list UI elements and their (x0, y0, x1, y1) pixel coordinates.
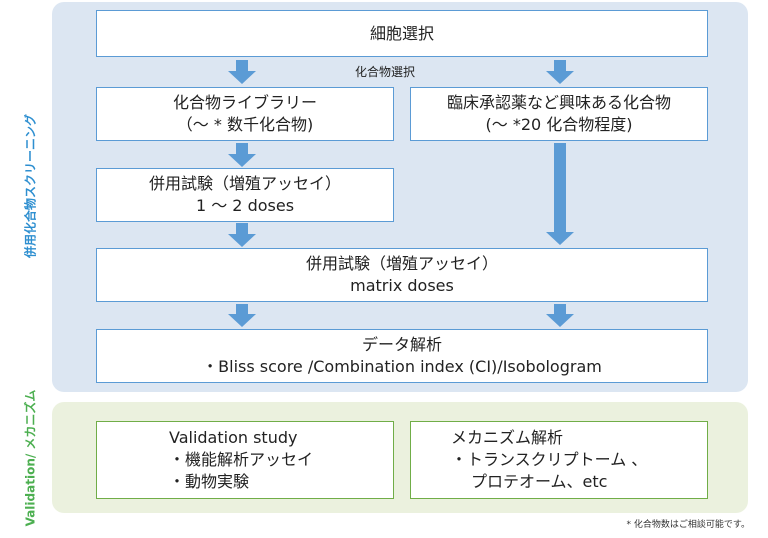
analysis-line2: ・Bliss score /Combination index (CI)/Iso… (202, 357, 602, 376)
arrow-cell-to-approved (546, 60, 574, 84)
arrow-combo1-to-combo2 (228, 223, 256, 247)
combo2-line2: matrix doses (350, 276, 454, 295)
combination-test-1-box: 併用試験（増殖アッセイ） 1 ～ 2 doses (96, 168, 394, 222)
approved-line1: 臨床承認薬など興味ある化合物 (446, 93, 671, 112)
mechanism-line2: ・トランスクリプトーム 、 (451, 450, 648, 469)
validation-side-label: Validation/ メカニズム (23, 389, 38, 527)
compound-library-box: 化合物ライブラリー （～ * 数千化合物) (96, 87, 394, 141)
cell-selection-box: 細胞選択 (96, 10, 708, 57)
validation-line3: ・動物実験 (169, 472, 250, 491)
arrow-approved-to-combo2 (546, 143, 574, 245)
combo1-line1: 併用試験（増殖アッセイ） (148, 174, 341, 193)
validation-line1: Validation study (169, 428, 298, 447)
mechanism-line1: メカニズム解析 (451, 428, 564, 447)
footnote: * 化合物数はご相談可能です。 (626, 520, 750, 530)
mechanism-line3: プロテオーム、etc (471, 472, 608, 491)
compound-selection-label: 化合物選択 (355, 65, 416, 79)
arrow-library-to-combo1 (228, 143, 256, 167)
approved-line2: (～ *20 化合物程度) (485, 115, 633, 134)
screening-side-label: 併用化合物スクリーニング (23, 113, 38, 259)
library-line1: 化合物ライブラリー (172, 93, 317, 112)
combination-test-2-box: 併用試験（増殖アッセイ） matrix doses (96, 248, 708, 302)
arrow-combo2-to-analysis-left (228, 304, 256, 327)
mechanism-analysis-box: メカニズム解析 ・トランスクリプトーム 、 プロテオーム、etc (410, 421, 708, 499)
analysis-line1: データ解析 (361, 335, 442, 354)
arrow-cell-to-library (228, 60, 256, 84)
approved-drugs-box: 臨床承認薬など興味ある化合物 (～ *20 化合物程度) (410, 87, 708, 141)
library-line2: （～ * 数千化合物) (176, 115, 314, 134)
data-analysis-box: データ解析 ・Bliss score /Combination index (C… (96, 329, 708, 383)
validation-line2: ・機能解析アッセイ (169, 450, 314, 469)
combo1-line2: 1 ～ 2 doses (195, 196, 295, 215)
arrow-combo2-to-analysis-right (546, 304, 574, 327)
combo2-line1: 併用試験（増殖アッセイ） (305, 254, 498, 273)
cell-selection-label: 細胞選択 (369, 23, 434, 43)
validation-study-box: Validation study ・機能解析アッセイ ・動物実験 (96, 421, 394, 499)
